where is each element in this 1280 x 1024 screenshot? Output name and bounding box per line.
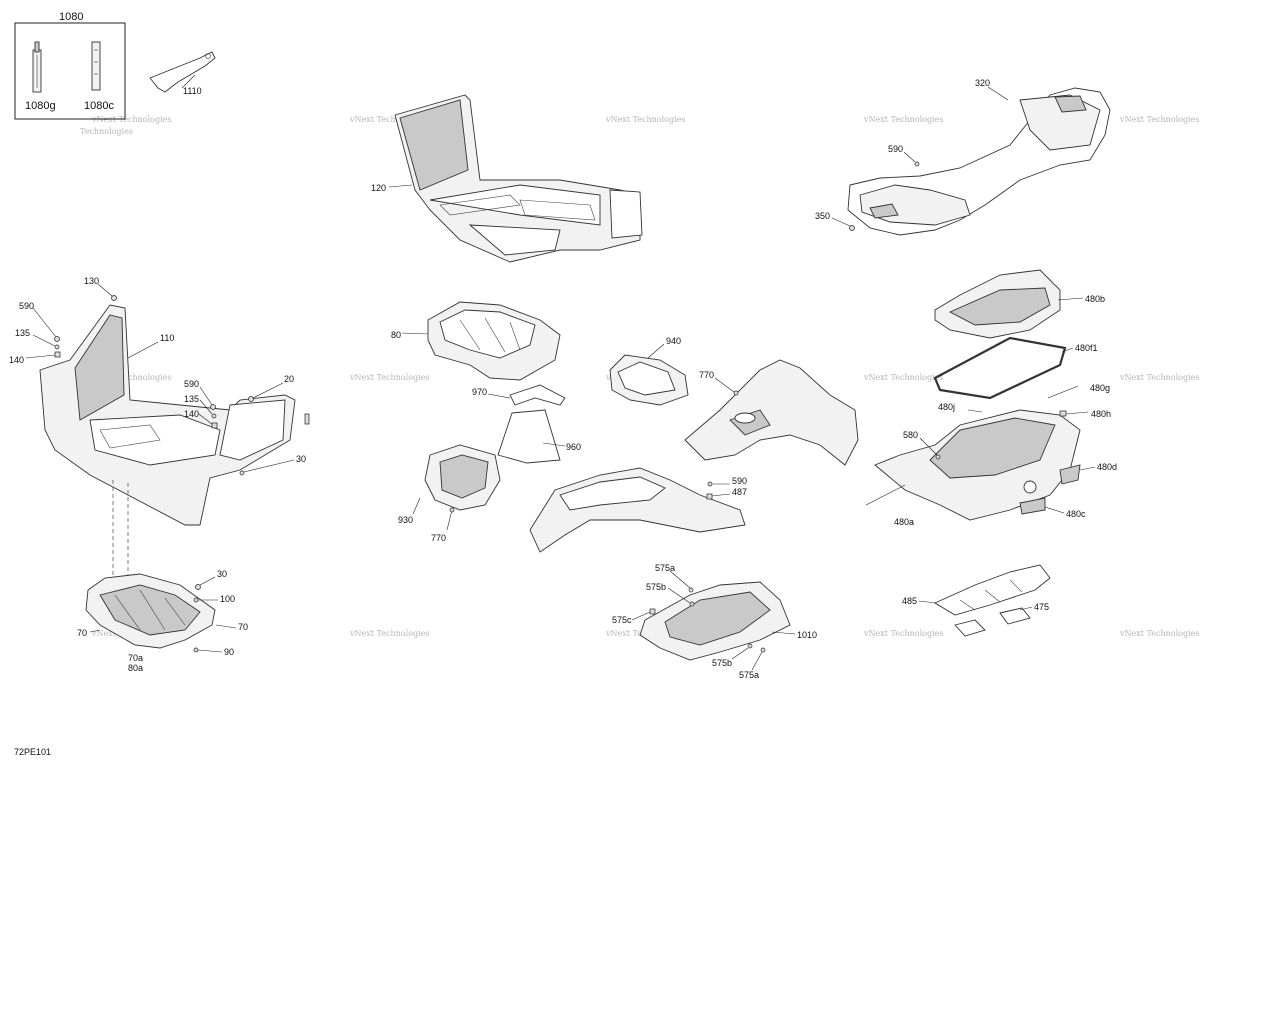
watermark: vNext Technologies — [1119, 373, 1199, 382]
callout-70: 70 — [238, 622, 248, 632]
watermark: vNext Technologies — [863, 115, 943, 124]
part-320-rack[interactable]: 320 590 350 — [815, 78, 1111, 236]
part-110-front-body[interactable]: 110 590 135 140 130 590 135 140 20 30 — [9, 276, 310, 582]
part-1010-skid-plate[interactable]: 575a 575b 575c 1010 575b 575a — [612, 563, 817, 680]
part-70-footrest[interactable]: 30 100 70 70 90 70a 80a — [77, 569, 248, 673]
part-480-storage-box[interactable]: 480g 480h 480j 580 480d 480a 480c — [865, 383, 1117, 527]
callout-480f1: 480f1 — [1075, 343, 1098, 353]
callout-1110: 1110 — [183, 86, 202, 96]
callout-960: 960 — [566, 442, 581, 452]
watermark: vNext Technologies — [349, 629, 429, 638]
callout-80a: 80a — [128, 663, 143, 673]
callout-480b: 480b — [1085, 294, 1105, 304]
callout-320: 320 — [975, 78, 990, 88]
callout-970: 970 — [472, 387, 487, 397]
watermark: vNext Technologies — [91, 115, 171, 124]
callout-1010: 1010 — [797, 630, 817, 640]
callout-770: 770 — [699, 370, 714, 380]
callout-135: 135 — [15, 328, 30, 338]
callout-30: 30 — [296, 454, 306, 464]
kit-frame — [14, 22, 126, 120]
callout-475: 475 — [1034, 602, 1049, 612]
part-940-bracket[interactable]: 940 — [609, 336, 689, 406]
tool-kit-box[interactable]: 1080 1080g 1080c — [14, 11, 126, 120]
kit-title: 1080 — [59, 11, 83, 23]
callout-580: 580 — [903, 430, 918, 440]
part-80-console[interactable]: 80 — [391, 301, 561, 381]
callout-575a: 575a — [655, 563, 675, 573]
watermark: vNext Technologies — [1119, 115, 1199, 124]
part-rear-fender[interactable]: 590 487 — [529, 467, 747, 553]
callout-940: 940 — [666, 336, 681, 346]
callout-590: 590 — [184, 379, 199, 389]
callout-575c: 575c — [612, 615, 632, 625]
callout-30: 30 — [217, 569, 227, 579]
part-475-pad[interactable]: 475 — [954, 602, 1049, 637]
kit-item-label: 1080c — [84, 100, 114, 112]
callout-20: 20 — [284, 374, 294, 384]
callout-70: 70 — [77, 628, 87, 638]
callout-90: 90 — [224, 647, 234, 657]
callout-590: 590 — [732, 476, 747, 486]
part-930-insert[interactable]: 930 770 — [398, 444, 501, 543]
callout-480g: 480g — [1090, 383, 1110, 393]
callout-480c: 480c — [1066, 509, 1086, 519]
part-960-panel[interactable]: 960 — [497, 409, 581, 464]
watermark: vNext Technologies — [863, 373, 943, 382]
callout-120: 120 — [371, 183, 386, 193]
watermark: Technologies — [80, 127, 133, 136]
callout-350: 350 — [815, 211, 830, 221]
watermark: vNext Technologies — [605, 115, 685, 124]
callout-590: 590 — [19, 301, 34, 311]
callout-487: 487 — [732, 487, 747, 497]
callout-480j: 480j — [938, 402, 955, 412]
part-120-body[interactable]: 120 — [371, 94, 643, 263]
callout-480h: 480h — [1091, 409, 1111, 419]
watermark: vNext Technologies — [863, 629, 943, 638]
callout-590: 590 — [888, 144, 903, 154]
kit-item-label: 1080g — [25, 100, 56, 112]
callout-100: 100 — [220, 594, 235, 604]
callout-80: 80 — [391, 330, 401, 340]
callout-130: 130 — [84, 276, 99, 286]
part-970-strip[interactable]: 970 — [472, 384, 566, 406]
kit-tool-1080g[interactable] — [32, 41, 42, 93]
callout-575a: 575a — [739, 670, 759, 680]
callout-70a: 70a — [128, 653, 143, 663]
watermark: vNext Technologies — [349, 373, 429, 382]
callout-140: 140 — [9, 355, 24, 365]
part-485-mat[interactable]: 485 — [902, 564, 1051, 616]
watermark: vNext Technologies — [1119, 629, 1199, 638]
callout-135: 135 — [184, 394, 199, 404]
callout-485: 485 — [902, 596, 917, 606]
callout-480a: 480a — [894, 517, 914, 527]
part-480b-lid[interactable]: 480b — [934, 269, 1105, 339]
callout-930: 930 — [398, 515, 413, 525]
callout-110: 110 — [160, 333, 174, 343]
callout-480d: 480d — [1097, 462, 1117, 472]
watermark: vNext Technologies — [349, 115, 429, 124]
watermark: vNext Technologies — [91, 373, 171, 382]
part-1110-wrench[interactable]: 1110 — [149, 51, 216, 96]
kit-tool-1080c[interactable] — [91, 41, 101, 91]
callout-140: 140 — [184, 409, 199, 419]
callout-770: 770 — [431, 533, 446, 543]
part-480f1-seal[interactable]: 480f1 — [933, 336, 1098, 400]
part-front-fender[interactable]: 770 — [684, 359, 859, 466]
callout-575b: 575b — [712, 658, 732, 668]
diagram-id: 72PE101 — [14, 747, 51, 757]
callout-575b: 575b — [646, 582, 666, 592]
